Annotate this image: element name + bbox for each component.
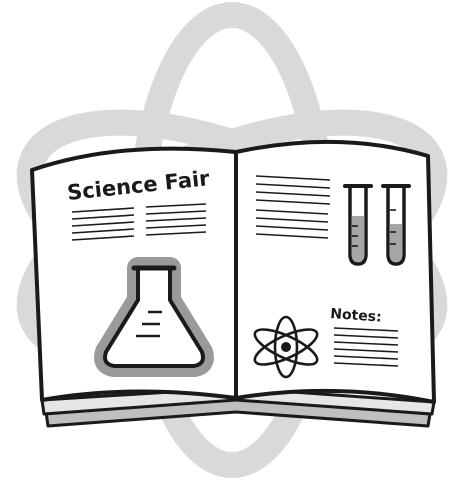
notes-lines	[333, 327, 399, 367]
notes-label: Notes:	[330, 306, 382, 326]
erlenmeyer-flask-icon	[94, 257, 214, 377]
test-tube-icon	[343, 184, 373, 266]
right-page-text-lines	[255, 175, 331, 239]
left-page-text-lines	[71, 203, 207, 241]
atom-icon	[253, 315, 319, 379]
test-tube-icon	[381, 184, 411, 266]
